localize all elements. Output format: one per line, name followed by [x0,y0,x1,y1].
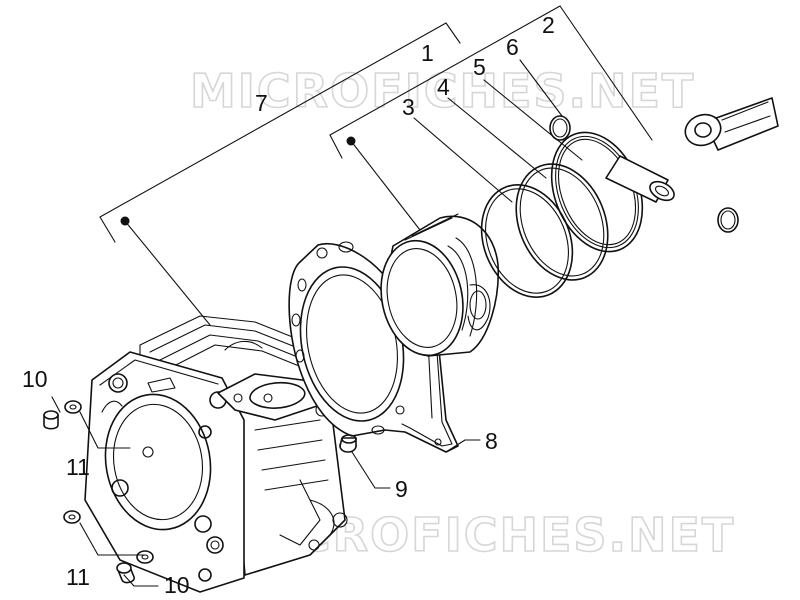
callout-10-bottom: 10 [164,572,190,598]
washer-11-top [64,400,82,414]
callout-5: 5 [473,54,486,80]
circlip-upper [549,115,571,141]
dowel-9 [339,434,357,453]
circlip-lower [717,207,739,233]
callout-8: 8 [485,428,498,454]
nut-10-top [43,410,59,430]
ring-4 [515,163,609,281]
washer-11-lower [136,550,154,564]
callout-11-top: 11 [66,454,90,480]
bracket-group-7 [99,22,461,243]
callout-11-bottom: 11 [66,564,90,590]
cylinder-block [84,315,348,593]
callout-6: 6 [506,34,519,60]
callout-10-top: 10 [22,366,48,392]
callout-9: 9 [395,476,408,502]
callout-3: 3 [402,94,415,120]
washer-11-bottom [63,510,81,524]
callout-4: 4 [437,74,450,100]
connecting-rod [684,97,779,151]
callout-7: 7 [255,90,268,116]
piston [380,213,499,357]
piston-pin [605,155,675,203]
nut-10-bottom [116,562,135,584]
callout-1: 1 [421,40,434,66]
leader-lines [51,59,583,587]
callout-2: 2 [542,12,555,38]
